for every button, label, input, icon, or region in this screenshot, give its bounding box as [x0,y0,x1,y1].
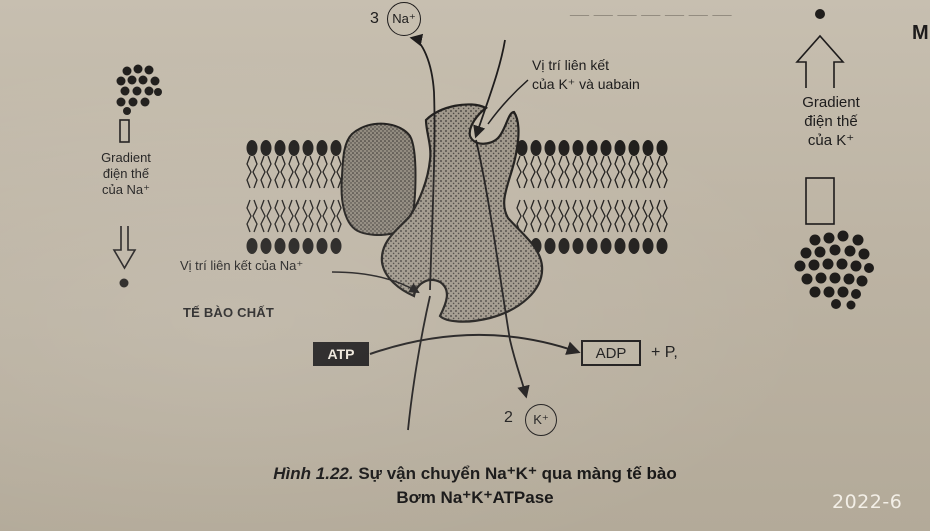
na-gradient-label: Gradient điện thế của Na⁺ [101,150,151,197]
k-gradient-label: Gradient điện thế của K⁺ [802,94,860,149]
figure-caption: Hình 1.22. Sự vận chuyển Na⁺K⁺ qua màng … [230,462,720,510]
lipid-tails [316,155,328,233]
page-edge-letter: M [912,22,929,44]
adp-box: ADP [581,340,641,366]
photo-timestamp: 2022-6 [832,491,903,513]
caption-line-2: Bơm Na⁺K⁺ATPase [396,488,554,507]
lipid-head [628,140,640,156]
na-entry-line [407,295,431,431]
lipid-head [572,140,584,156]
lipid-tails [302,155,314,233]
lipid-bilayer-left [246,140,342,254]
lipid-head [246,238,258,254]
lipid-head [586,140,598,156]
na-gradient-arrow [112,119,137,270]
lipid-head [572,238,584,254]
lipid-head [656,140,668,156]
lipid-tails [656,155,668,233]
lipid-tails [572,155,584,233]
lipid-head [600,238,612,254]
lipid-tails [600,155,612,233]
lipid-head [330,238,342,254]
lipid-tails [642,155,654,233]
lipid-head [586,238,598,254]
lipid-tails [628,155,640,233]
lipid-head [558,238,570,254]
lipid-tails [246,155,258,233]
atp-hydrolysis-arrow [369,333,581,355]
atp-label: ATP [327,346,355,362]
cytoplasm-label: TẾ BÀO CHẤT [183,305,275,320]
na-single-particle [119,278,129,288]
caption-title: Sự vận chuyển Na⁺K⁺ qua màng tế bào [358,464,677,483]
na-site-pointer [331,271,420,294]
caption-line-1: Hình 1.22. Sự vận chuyển Na⁺K⁺ qua màng … [230,462,720,486]
lipid-head [260,140,272,156]
na-flux-arrow [409,33,436,291]
na-k-atpase-pump [380,103,544,323]
figure-number: Hình 1.22. [273,464,354,483]
k-particle-cluster [794,230,874,310]
lipid-head [614,238,626,254]
lipid-head [302,238,314,254]
lipid-head [656,238,668,254]
lipid-tails [614,155,626,233]
lipid-head [274,140,286,156]
lipid-head [558,140,570,156]
k-site-pointer [487,79,529,125]
lipid-tails [274,155,286,233]
lipid-head [260,238,272,254]
adp-label: ADP [595,344,627,362]
na-ion-count: 3 [370,10,379,27]
lipid-head [600,140,612,156]
k-gradient-arrow [795,34,845,225]
lipid-head [544,140,556,156]
lipid-tails [530,155,542,233]
k-ion-symbol: K⁺ [525,404,557,436]
lipid-tails [260,155,272,233]
k-binding-site-label: Vị trí liên kết của K⁺ và uabain [532,57,640,92]
na-ion-symbol: Na⁺ [387,2,421,36]
lipid-tails [544,155,556,233]
lipid-head [316,238,328,254]
k-single-particle [815,9,825,19]
k-flux-arrow [475,139,530,399]
lipid-head [642,238,654,254]
lipid-head [628,238,640,254]
lipid-head [302,140,314,156]
na-particle-cluster [116,64,162,115]
atp-box: ATP [313,342,369,366]
lipid-bilayer-right [516,140,668,254]
lipid-tails [516,155,528,233]
lipid-head [516,140,528,156]
lipid-head [246,140,258,156]
phosphate-label: + P, [651,344,678,361]
lipid-head [288,238,300,254]
lipid-tails [558,155,570,233]
background-show-through: — — — — — — — [570,4,732,25]
lipid-tails [288,155,300,233]
lipid-head [330,140,342,156]
k-entry-arrow [473,39,506,139]
lipid-head [614,140,626,156]
lipid-head [288,140,300,156]
lipid-head [316,140,328,156]
lipid-head [530,140,542,156]
lipid-head [642,140,654,156]
lipid-tails [586,155,598,233]
na-binding-site-label: Vị trí liên kết của Na⁺ [180,258,304,273]
k-ion-count: 2 [504,409,513,426]
lipid-head [274,238,286,254]
membrane-protein [340,122,417,237]
lipid-tails [330,155,342,233]
lipid-head [544,238,556,254]
